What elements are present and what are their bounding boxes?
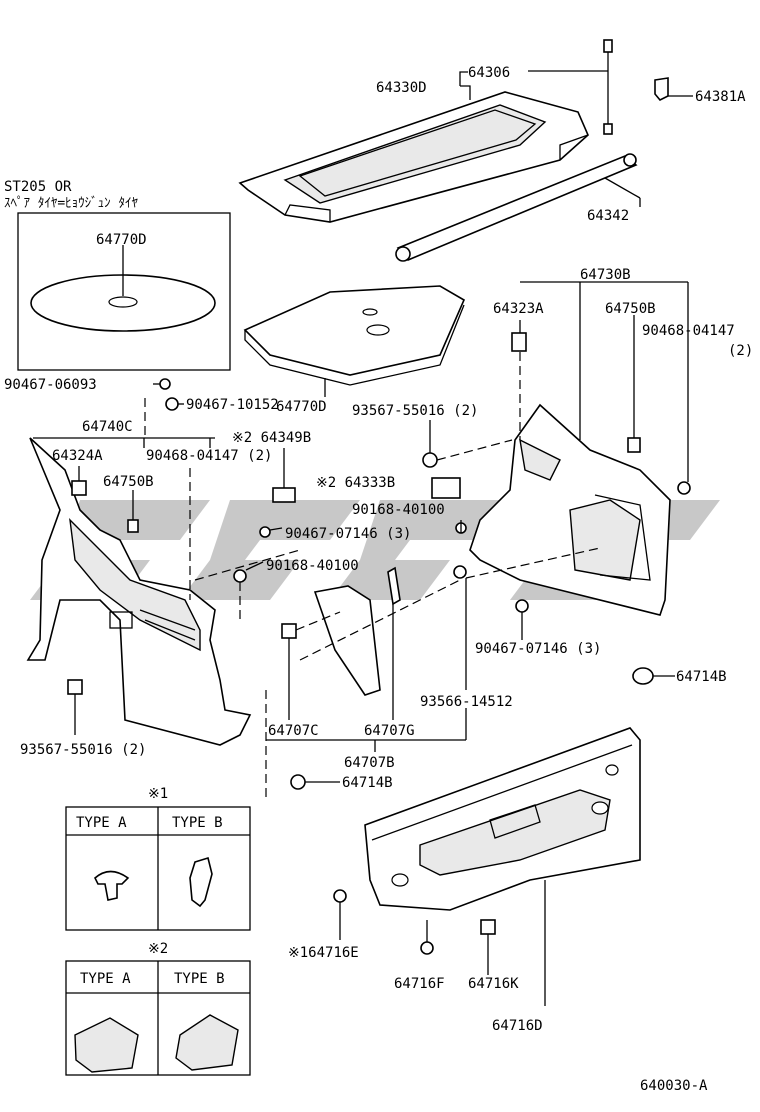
legend-1-type-a: TYPE A [76, 815, 127, 831]
legend-1-title: ※1 [148, 786, 168, 802]
spare-mat-box [17, 212, 231, 371]
label-90467-07146-b: 90467-07146 (3) [475, 641, 601, 657]
label-90168-40100-b: 90168-40100 [266, 558, 359, 574]
weatherstrip-64342 [395, 153, 641, 262]
diagram-id: 640030-A [640, 1078, 708, 1094]
label-64714B-right: 64714B [676, 669, 727, 685]
clip-type-b-icon [189, 856, 213, 908]
label-64770D-box: 64770D [96, 232, 147, 248]
label-64770D: 64770D [276, 399, 327, 415]
label-64750B-left: 64750B [103, 474, 154, 490]
legend-2-title: ※2 [148, 941, 168, 957]
label-90468-04147-right-qty: (2) [728, 343, 753, 359]
right-side-trim-64730B [422, 281, 691, 740]
label-64323A: 64323A [493, 301, 544, 317]
label-93567-55016-top: 93567-55016 (2) [352, 403, 478, 419]
variant-description: ｽﾍﾟｱ ﾀｲﾔ=ﾋｮｳｼﾞｭﾝ ﾀｲﾔ [4, 196, 138, 211]
label-64716D: 64716D [492, 1018, 543, 1034]
label-64716E: ※164716E [288, 945, 359, 961]
label-90168-40100-a: 90168-40100 [352, 502, 445, 518]
label-64333B: ※2 64333B [316, 475, 395, 491]
label-64730B: 64730B [580, 267, 631, 283]
label-64381A: 64381A [695, 89, 746, 105]
legend-1 [65, 806, 251, 931]
fastener-90467-06093 [153, 378, 171, 390]
label-64324A: 64324A [52, 448, 103, 464]
label-64707B: 64707B [344, 755, 395, 771]
label-64330D: 64330D [376, 80, 427, 96]
label-64306: 64306 [468, 65, 510, 81]
package-tray-trim [238, 91, 589, 223]
label-90467-06093: 90467-06093 [4, 377, 97, 393]
label-64707C: 64707C [268, 723, 319, 739]
leader-64330D [459, 71, 471, 100]
label-64740C: 64740C [82, 419, 133, 435]
label-64716K: 64716K [468, 976, 519, 992]
label-90467-10152: 90467-10152 [186, 397, 279, 413]
label-93566-14512: 93566-14512 [420, 694, 513, 710]
rod-64306 [603, 39, 613, 135]
clip-64381A [654, 77, 693, 101]
fastener-group-middle [194, 448, 467, 620]
hole-cover-64707 [265, 566, 466, 800]
legend-2-type-b: TYPE B [174, 971, 225, 987]
deck-board-64770D [243, 285, 466, 397]
label-93567-55016-bottom: 93567-55016 (2) [20, 742, 146, 758]
label-64707G: 64707G [364, 723, 415, 739]
clip-type-a-icon [94, 870, 130, 901]
legend-2 [65, 960, 251, 1076]
label-90467-07146-a: 90467-07146 (3) [285, 526, 411, 542]
label-64349B: ※2 64349B [232, 430, 311, 446]
label-64714B-bottom: 64714B [342, 775, 393, 791]
label-90468-04147-left: 90468-04147 (2) [146, 448, 272, 464]
left-side-trim-64740C [26, 437, 252, 746]
variant-model: ST205 OR [4, 179, 72, 195]
label-64750B-right: 64750B [605, 301, 656, 317]
legend-2-type-a: TYPE A [80, 971, 131, 987]
rear-panel-trim-64716D [333, 727, 641, 1006]
label-90468-04147-right: 90468-04147 [642, 323, 735, 339]
legend-1-type-b: TYPE B [172, 815, 223, 831]
fastener-90467-10152 [144, 397, 184, 440]
label-64342: 64342 [587, 208, 629, 224]
label-64716F: 64716F [394, 976, 445, 992]
cover-type-a-icon [74, 1017, 139, 1073]
cover-type-b-icon [175, 1014, 239, 1071]
